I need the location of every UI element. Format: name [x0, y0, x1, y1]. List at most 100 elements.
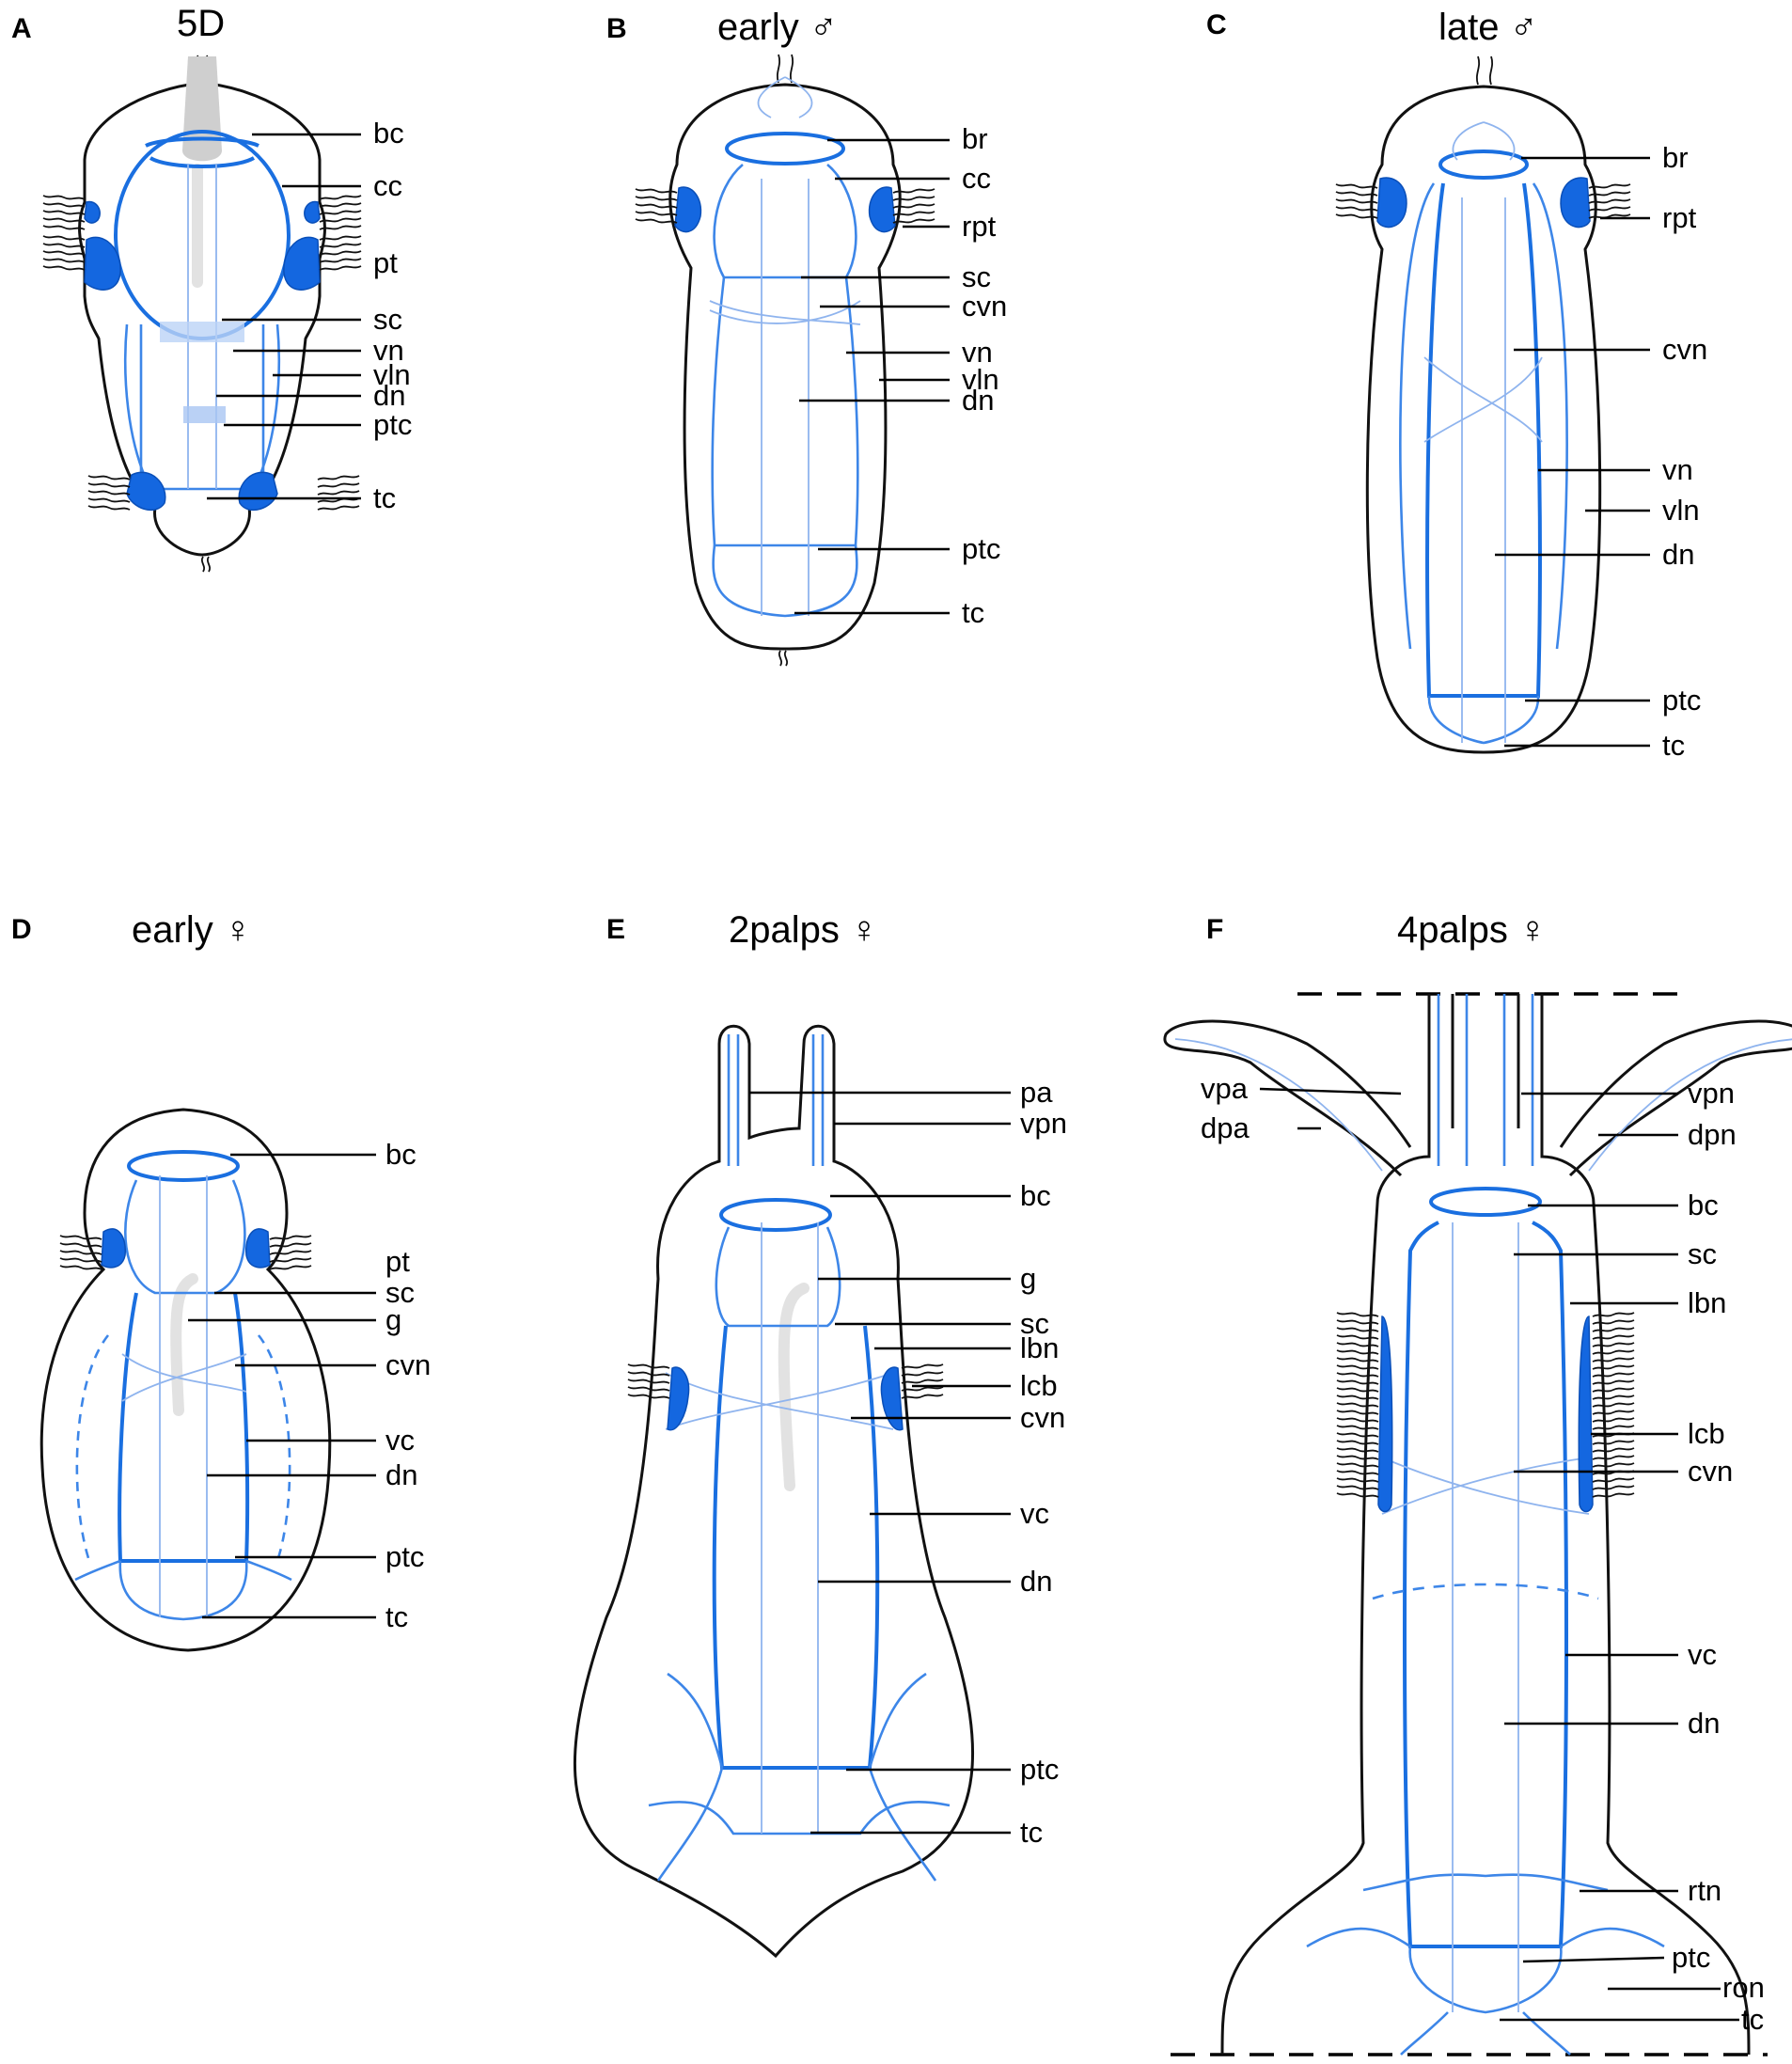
label-ptc: ptc	[385, 1540, 424, 1573]
panel-b: B early ♂	[606, 7, 1007, 667]
panel-title: 4palps ♀	[1397, 909, 1547, 951]
label-cvn: cvn	[962, 290, 1007, 323]
larva-body-outline	[1365, 55, 1602, 754]
label-pa: pa	[1020, 1076, 1053, 1109]
lateral-ciliary-band	[1336, 1312, 1635, 1513]
label-vn: vn	[1662, 453, 1693, 486]
panel-d: D early ♀	[11, 909, 431, 1652]
structure-labels: vpa dpa vpn dpn bc sc lbn lcb cvn vc dn …	[1201, 1072, 1765, 2036]
label-lcb: lcb	[1688, 1417, 1725, 1450]
label-bc: bc	[385, 1138, 417, 1171]
label-g: g	[385, 1303, 401, 1336]
label-ron: ron	[1722, 1971, 1765, 2004]
structure-labels: br rpt cvn vn vln dn ptc tc	[1662, 141, 1707, 762]
label-vn: vn	[962, 336, 993, 369]
label-vn: vn	[373, 334, 404, 367]
label-cvn: cvn	[1020, 1401, 1065, 1434]
label-br: br	[1662, 141, 1689, 174]
prototroch-rings	[635, 186, 935, 233]
label-cvn: cvn	[1662, 333, 1707, 366]
larva-body-outline	[39, 1108, 332, 1652]
lateral-ciliary-band	[627, 1363, 944, 1431]
telotroch	[87, 471, 360, 512]
panel-a: A 5D	[11, 3, 412, 573]
nerve-system-c	[1399, 121, 1568, 745]
label-tc: tc	[385, 1600, 408, 1633]
label-tc: tc	[962, 596, 984, 629]
label-leaders	[1495, 156, 1650, 748]
label-ptc: ptc	[373, 408, 412, 441]
label-g: g	[1020, 1262, 1036, 1295]
label-leaders	[188, 1153, 376, 1619]
label-vc: vc	[1020, 1497, 1049, 1530]
panel-letter: D	[11, 914, 32, 945]
label-lbn: lbn	[1020, 1331, 1059, 1364]
panel-title: 5D	[177, 3, 225, 44]
panel-title: early ♂	[717, 7, 838, 48]
nerve-system-f	[1174, 994, 1792, 2056]
panel-letter: E	[606, 914, 625, 945]
label-pt: pt	[385, 1245, 410, 1278]
label-bc: bc	[1688, 1189, 1719, 1221]
label-dn: dn	[1662, 538, 1694, 571]
larva-body-outline	[668, 54, 902, 667]
label-tc: tc	[1020, 1816, 1043, 1849]
gut-e	[778, 1283, 810, 1491]
label-vln: vln	[1662, 494, 1700, 527]
nerve-system-a	[114, 130, 291, 491]
label-tc: tc	[373, 481, 396, 514]
label-dn: dn	[1020, 1565, 1052, 1598]
label-tc: tc	[1741, 2003, 1764, 2036]
nerve-system-b	[709, 76, 861, 618]
label-bc: bc	[373, 117, 404, 150]
nerve-system-d	[74, 1150, 292, 1621]
label-leaders	[207, 133, 361, 500]
panel-title: early ♀	[132, 909, 252, 951]
label-dpn: dpn	[1688, 1118, 1737, 1151]
label-leaders	[794, 138, 950, 615]
label-ptc: ptc	[1020, 1753, 1059, 1786]
label-vln: vln	[962, 363, 999, 396]
label-leaders	[1259, 1087, 1739, 2022]
label-ptc: ptc	[1662, 684, 1701, 717]
label-sc: sc	[373, 303, 402, 336]
nerve-system-e	[648, 1034, 951, 1882]
label-vc: vc	[385, 1424, 415, 1457]
panel-e: E 2palps ♀	[574, 909, 1067, 1959]
prototroch	[42, 195, 362, 291]
label-br: br	[962, 122, 988, 155]
label-lcb: lcb	[1020, 1369, 1058, 1402]
panel-c: C late ♂	[1206, 7, 1707, 762]
gut-5d	[182, 56, 222, 288]
panel-letter: B	[606, 13, 627, 44]
label-leaders	[749, 1091, 1011, 1835]
label-cc: cc	[962, 162, 991, 195]
label-vpn: vpn	[1020, 1107, 1067, 1140]
label-cvn: cvn	[385, 1348, 431, 1381]
label-lbn: lbn	[1688, 1286, 1726, 1319]
label-dpa: dpa	[1201, 1111, 1250, 1144]
structure-labels: bc cc pt sc vn vln dn ptc tc	[373, 117, 412, 514]
panel-title: late ♂	[1438, 7, 1538, 48]
label-vpn: vpn	[1688, 1077, 1735, 1110]
label-dn: dn	[385, 1458, 417, 1491]
prototroch	[59, 1228, 312, 1270]
label-bc: bc	[1020, 1179, 1051, 1212]
structure-labels: bc pt sc g cvn vc dn ptc tc	[385, 1138, 431, 1633]
structure-labels: pa vpn bc g sc lbn lcb cvn vc dn ptc tc	[1020, 1076, 1067, 1849]
label-ptc: ptc	[962, 532, 1000, 565]
panel-letter: F	[1206, 914, 1223, 945]
prototroch-rings	[1335, 177, 1631, 228]
larva-body-outline	[574, 1024, 975, 1959]
label-dn: dn	[373, 379, 405, 412]
label-sc: sc	[1020, 1307, 1049, 1340]
label-sc: sc	[1688, 1237, 1717, 1270]
panel-letter: C	[1206, 9, 1227, 40]
label-rpt: rpt	[1662, 201, 1697, 234]
label-vc: vc	[1688, 1638, 1717, 1671]
panel-title: 2palps ♀	[729, 909, 878, 951]
panel-letter: A	[11, 13, 32, 44]
label-rtn: rtn	[1688, 1874, 1721, 1907]
label-cc: cc	[373, 169, 402, 202]
